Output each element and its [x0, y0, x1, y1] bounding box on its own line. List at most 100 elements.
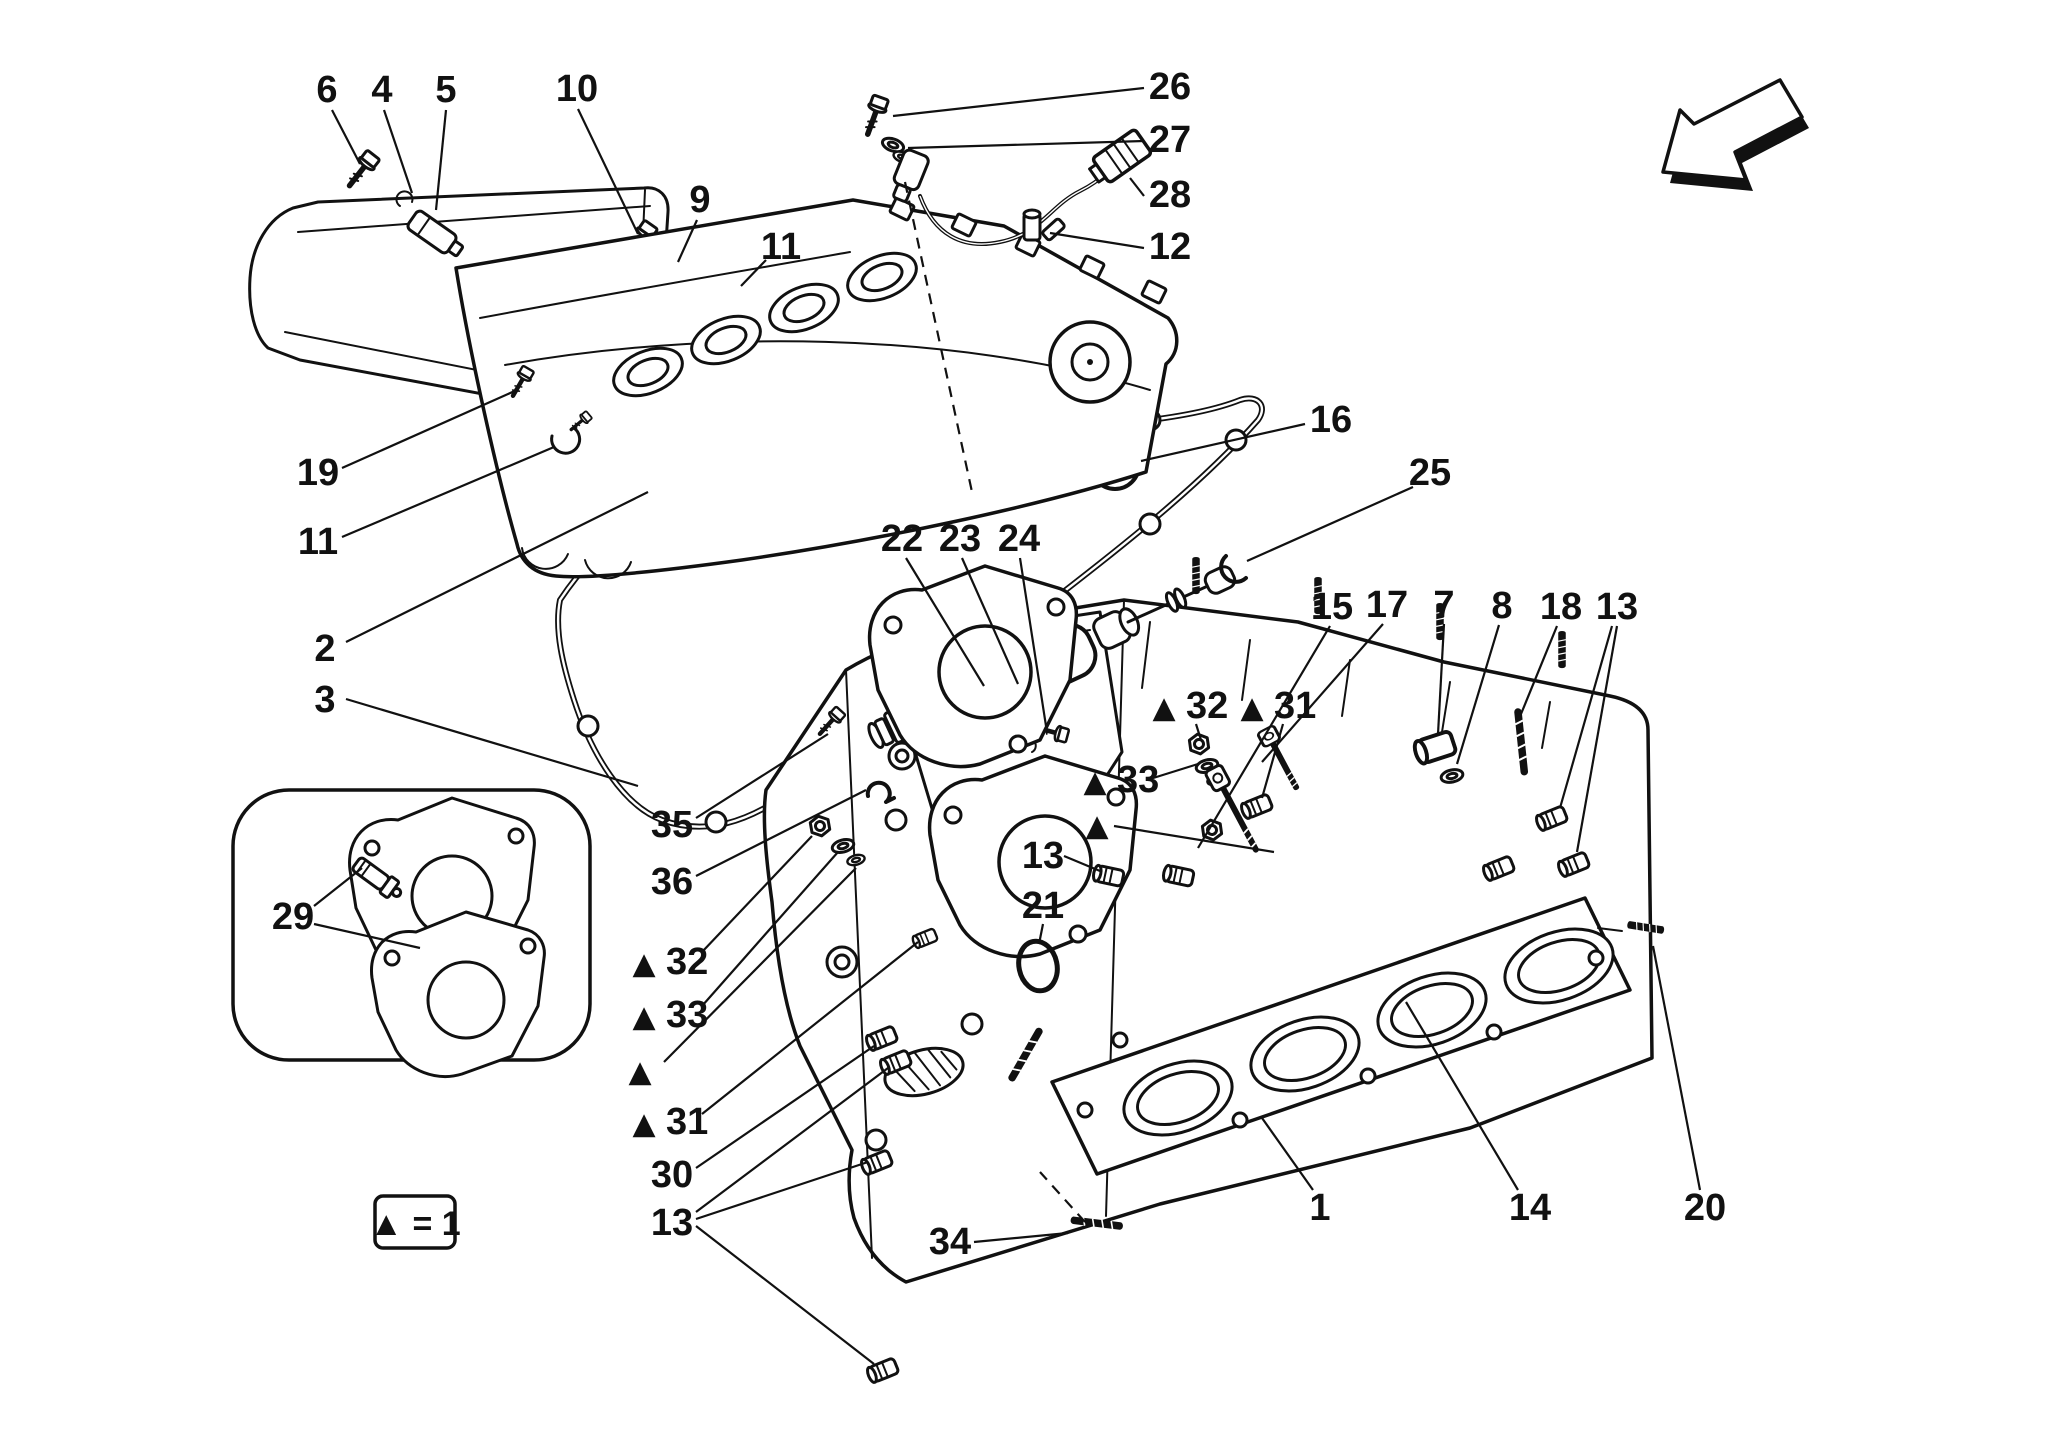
callout-14-leader: [1405, 1001, 1519, 1191]
cover-boss: [1048, 320, 1132, 404]
callout-9-leader: [676, 219, 699, 263]
callout-13M-label: 13: [1022, 835, 1064, 877]
callout-33M-label: 33: [1117, 759, 1159, 801]
callout-30-label: 30: [651, 1154, 693, 1196]
callout-19-leader: [341, 388, 518, 470]
callout-16-leader: [1140, 422, 1306, 463]
callout-3-label: 3: [314, 679, 335, 721]
callout-31M-label: 31: [1274, 685, 1316, 727]
callout-8-label: 8: [1491, 585, 1512, 627]
cable-connector-28: [1088, 128, 1153, 184]
callout-31M-leader: [1260, 723, 1285, 799]
callout-34-leader: [973, 1231, 1069, 1244]
callout-32M-leader: [1194, 723, 1203, 741]
clamp-11-left: [507, 365, 595, 455]
callout-26-label: 26: [1149, 66, 1191, 108]
callout-6-label: 6: [316, 69, 337, 111]
callout-35-label: 35: [651, 804, 693, 846]
callout-11a-leader: [740, 259, 767, 287]
callout-29-label: 29: [272, 896, 314, 938]
callout-11b-label: 11: [298, 521, 338, 563]
spark-plug-wells: [612, 251, 918, 398]
callout-32L-leader: [701, 835, 813, 953]
callout-28-label: 28: [1149, 174, 1191, 216]
callout-32L-label: 32: [666, 941, 708, 983]
callout-21-leader: [1037, 923, 1045, 945]
callout-18-leader: [1519, 625, 1559, 715]
callout-32M-label: 32: [1186, 685, 1228, 727]
callout-12-leader: [1049, 231, 1145, 250]
callout-2-label: 2: [314, 628, 335, 670]
callout-33L-leader: [701, 851, 839, 1007]
callout-27-label: 27: [1149, 119, 1191, 161]
callout-15-label: 15: [1311, 586, 1353, 628]
legend-box: ▲ = 1: [369, 1194, 461, 1250]
triangle-marker-triL: ▲: [628, 1055, 651, 1090]
plunger: [1092, 607, 1141, 650]
callout-30-leader: [695, 1045, 875, 1169]
callout-11b-leader: [341, 445, 555, 539]
callout-4-label: 4: [371, 69, 392, 111]
callout-13M-leader: [1063, 854, 1101, 873]
bolt-6: [342, 149, 380, 191]
callout-3-leader: [345, 697, 639, 788]
callout-24-label: 24: [998, 518, 1040, 560]
callout-7-leader: [1436, 623, 1446, 735]
callout-20-label: 20: [1684, 1187, 1726, 1229]
callout-17-label: 17: [1366, 584, 1408, 626]
callout-31L-label: 31: [666, 1101, 708, 1143]
callout-4-leader: [382, 109, 414, 194]
assembly-axis-dashed: [903, 181, 974, 493]
callout-25-label: 25: [1409, 452, 1451, 494]
seal-5: [406, 209, 465, 258]
callout-1-leader: [1261, 1117, 1314, 1191]
callout-20-leader: [1651, 945, 1702, 1191]
triangle-marker-31M: ▲: [1240, 691, 1263, 726]
callout-10-leader: [577, 108, 639, 235]
callout-15-leader: [1197, 625, 1331, 849]
direction-arrow-icon: [1661, 78, 1809, 191]
callout-23-leader: [960, 557, 1020, 685]
callout-13a-leader: [1558, 625, 1614, 809]
triangle-marker-32L: ▲: [632, 947, 655, 982]
deck-fins: [1141, 621, 1551, 749]
callout-9-label: 9: [689, 179, 710, 221]
cover-tabs: [888, 196, 1168, 305]
callout-13L-leader: [695, 1160, 869, 1221]
callout-8-leader: [1455, 624, 1501, 765]
callout-10-label: 10: [556, 68, 598, 110]
clip-36: [865, 780, 896, 804]
callout-27-leader: [907, 139, 1145, 150]
callout-14-label: 14: [1509, 1187, 1551, 1229]
breather-fitting-12: [1022, 208, 1066, 242]
inset-bracket-lower: [370, 910, 546, 1078]
bushing-7: [1412, 730, 1458, 766]
callout-13a-leader: [1575, 625, 1619, 853]
small-parts: [807, 706, 1592, 1386]
valve-cover: [454, 196, 1179, 580]
callout-29-leader: [313, 922, 421, 950]
callout-36-leader: [695, 789, 867, 877]
callout-36-label: 36: [651, 861, 693, 903]
callout-11a-label: 11: [761, 226, 801, 268]
head-gasket-14: [1050, 896, 1632, 1176]
callout-19-label: 19: [297, 452, 339, 494]
callout-24-leader: [1018, 557, 1048, 727]
callout-6-leader: [331, 109, 361, 165]
callout-13L-leader: [695, 1067, 889, 1213]
callout-26-leader: [892, 86, 1145, 118]
callout-29-leader: [313, 867, 363, 907]
clip-5: [395, 190, 414, 207]
callout-13L-label: 13: [651, 1202, 693, 1244]
cam-cap-bracket-lower: [927, 754, 1139, 959]
triangle-marker-31L: ▲: [632, 1107, 655, 1142]
callout-triM-leader: [1113, 824, 1275, 854]
sensor-29: [351, 856, 403, 899]
callout-17-leader: [1261, 623, 1384, 763]
callout-33L-label: 33: [666, 994, 708, 1036]
callout-16-label: 16: [1310, 399, 1352, 441]
triangle-marker-33L: ▲: [632, 1000, 655, 1035]
callout-35-leader: [695, 733, 829, 819]
